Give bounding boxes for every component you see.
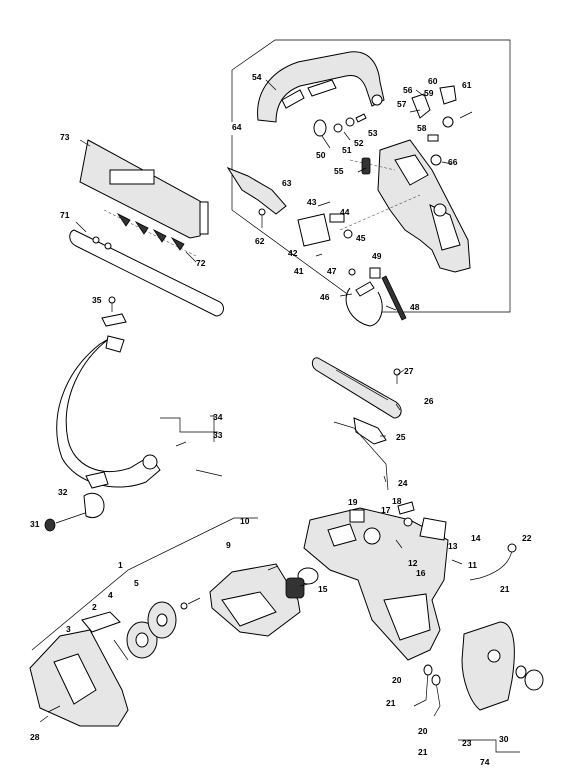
- lever-25-part: [333, 417, 389, 491]
- top-handle-part: [257, 51, 385, 123]
- part-label-4: 4: [108, 590, 113, 600]
- guide-bar-part: [69, 229, 224, 317]
- part-label-55: 55: [334, 166, 344, 176]
- part-label-64: 64: [232, 122, 242, 132]
- part-label-58: 58: [417, 123, 427, 133]
- part-label-27: 27: [404, 366, 414, 376]
- part-label-60: 60: [428, 76, 438, 86]
- part-label-11: 11: [468, 560, 477, 570]
- part-label-42: 42: [288, 248, 298, 258]
- part-label-24: 24: [398, 478, 408, 488]
- part-label-20: 20: [392, 675, 402, 685]
- rear-handle-housing-part: [339, 139, 471, 273]
- main-housing-part: [303, 501, 449, 661]
- bracket-63-part: [226, 166, 287, 228]
- part-label-50: 50: [316, 150, 326, 160]
- part-label-71: 71: [60, 210, 70, 220]
- part-label-46: 46: [320, 292, 330, 302]
- grip-26-part: [311, 357, 402, 419]
- part-label-32: 32: [58, 487, 68, 497]
- part-label-9: 9: [226, 540, 231, 550]
- throttle-parts: [297, 201, 353, 257]
- front-handle-part: [56, 335, 187, 488]
- bar-cover-part: [79, 139, 209, 239]
- side-cover-part: [209, 563, 305, 637]
- starter-cover-part: [29, 629, 129, 727]
- part-label-16: 16: [416, 568, 426, 578]
- part-label-48: 48: [410, 302, 420, 312]
- part-label-21: 21: [386, 698, 396, 708]
- part-label-41: 41: [294, 266, 304, 276]
- part-label-54: 54: [252, 72, 262, 82]
- part-label-15: 15: [318, 584, 328, 594]
- part-label-26: 26: [424, 396, 434, 406]
- part-label-13: 13: [448, 541, 458, 551]
- part-label-3: 3: [66, 624, 71, 634]
- leader-lines: [39, 79, 463, 723]
- part-label-53: 53: [368, 128, 378, 138]
- part-label-33: 33: [213, 430, 223, 440]
- part-label-57: 57: [397, 99, 407, 109]
- part-label-35: 35: [92, 295, 102, 305]
- part-label-63: 63: [282, 178, 292, 188]
- part-label-23: 23: [462, 738, 472, 748]
- part-label-10: 10: [240, 516, 250, 526]
- starter-handle-part: [81, 611, 129, 661]
- part-label-72: 72: [196, 258, 206, 268]
- part-label-14: 14: [471, 533, 481, 543]
- spring-strap-parts: [345, 267, 407, 327]
- part-label-62: 62: [255, 236, 265, 246]
- part-label-21: 21: [500, 584, 510, 594]
- part-label-49: 49: [372, 251, 382, 261]
- part-label-47: 47: [327, 266, 337, 276]
- part-number-labels: 1234591011121314151617181920202121212223…: [30, 72, 532, 767]
- part-label-66: 66: [448, 157, 458, 167]
- part-label-17: 17: [381, 505, 391, 515]
- part-label-30: 30: [499, 734, 509, 744]
- part-label-44: 44: [340, 207, 350, 217]
- part-label-74: 74: [480, 757, 490, 767]
- part-label-59: 59: [424, 88, 434, 98]
- part-label-73: 73: [60, 132, 70, 142]
- cover-23-part: [461, 621, 544, 711]
- part-label-2: 2: [92, 602, 97, 612]
- part-label-45: 45: [356, 233, 366, 243]
- screw-35-part: [101, 296, 127, 327]
- hoses-part: [413, 543, 517, 717]
- pulley-parts: [126, 597, 201, 659]
- part-label-21: 21: [418, 747, 428, 757]
- part-label-19: 19: [348, 497, 358, 507]
- part-label-28: 28: [30, 732, 40, 742]
- part-label-22: 22: [522, 533, 532, 543]
- bolt-parts: [44, 471, 109, 532]
- part-label-20: 20: [418, 726, 428, 736]
- part-label-34: 34: [213, 412, 223, 422]
- part-label-56: 56: [403, 85, 413, 95]
- part-label-31: 31: [30, 519, 40, 529]
- part-label-5: 5: [134, 578, 139, 588]
- part-label-43: 43: [307, 197, 317, 207]
- part-label-61: 61: [462, 80, 472, 90]
- part-label-25: 25: [396, 432, 406, 442]
- part-label-51: 51: [342, 145, 352, 155]
- part-label-52: 52: [354, 138, 364, 148]
- small-parts-64: [313, 85, 473, 175]
- group-bracket-64: [231, 39, 511, 313]
- part-label-18: 18: [392, 496, 402, 506]
- chain-part: [103, 209, 197, 257]
- part-label-12: 12: [408, 558, 418, 568]
- part-label-1: 1: [118, 560, 123, 570]
